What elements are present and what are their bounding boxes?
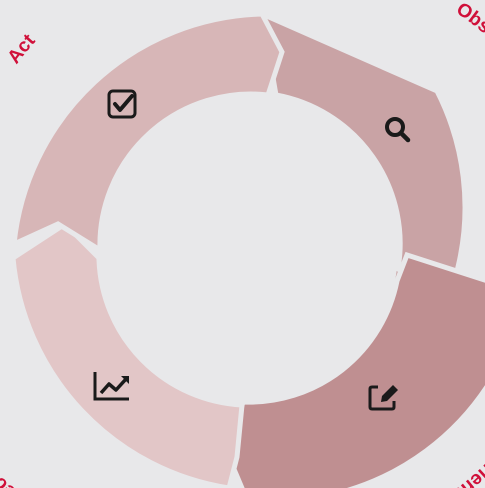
- segment-act: [11, 11, 285, 255]
- stage-label-orient: Orient: [451, 449, 485, 488]
- stage-label-observe: Observe: [452, 0, 485, 65]
- segment-decide: [10, 220, 245, 488]
- magnifier-icon: [385, 117, 411, 143]
- center-circle: [100, 102, 398, 400]
- stage-label-act: Act: [4, 30, 40, 68]
- segment-orient: [225, 251, 485, 488]
- checkbox-icon: [107, 89, 137, 119]
- segment-observe: [258, 9, 485, 324]
- edit-icon: [368, 385, 398, 411]
- chart-icon: [93, 372, 129, 401]
- cycle-ring: [10, 9, 485, 488]
- stage-label-decide: Decide: [0, 453, 31, 488]
